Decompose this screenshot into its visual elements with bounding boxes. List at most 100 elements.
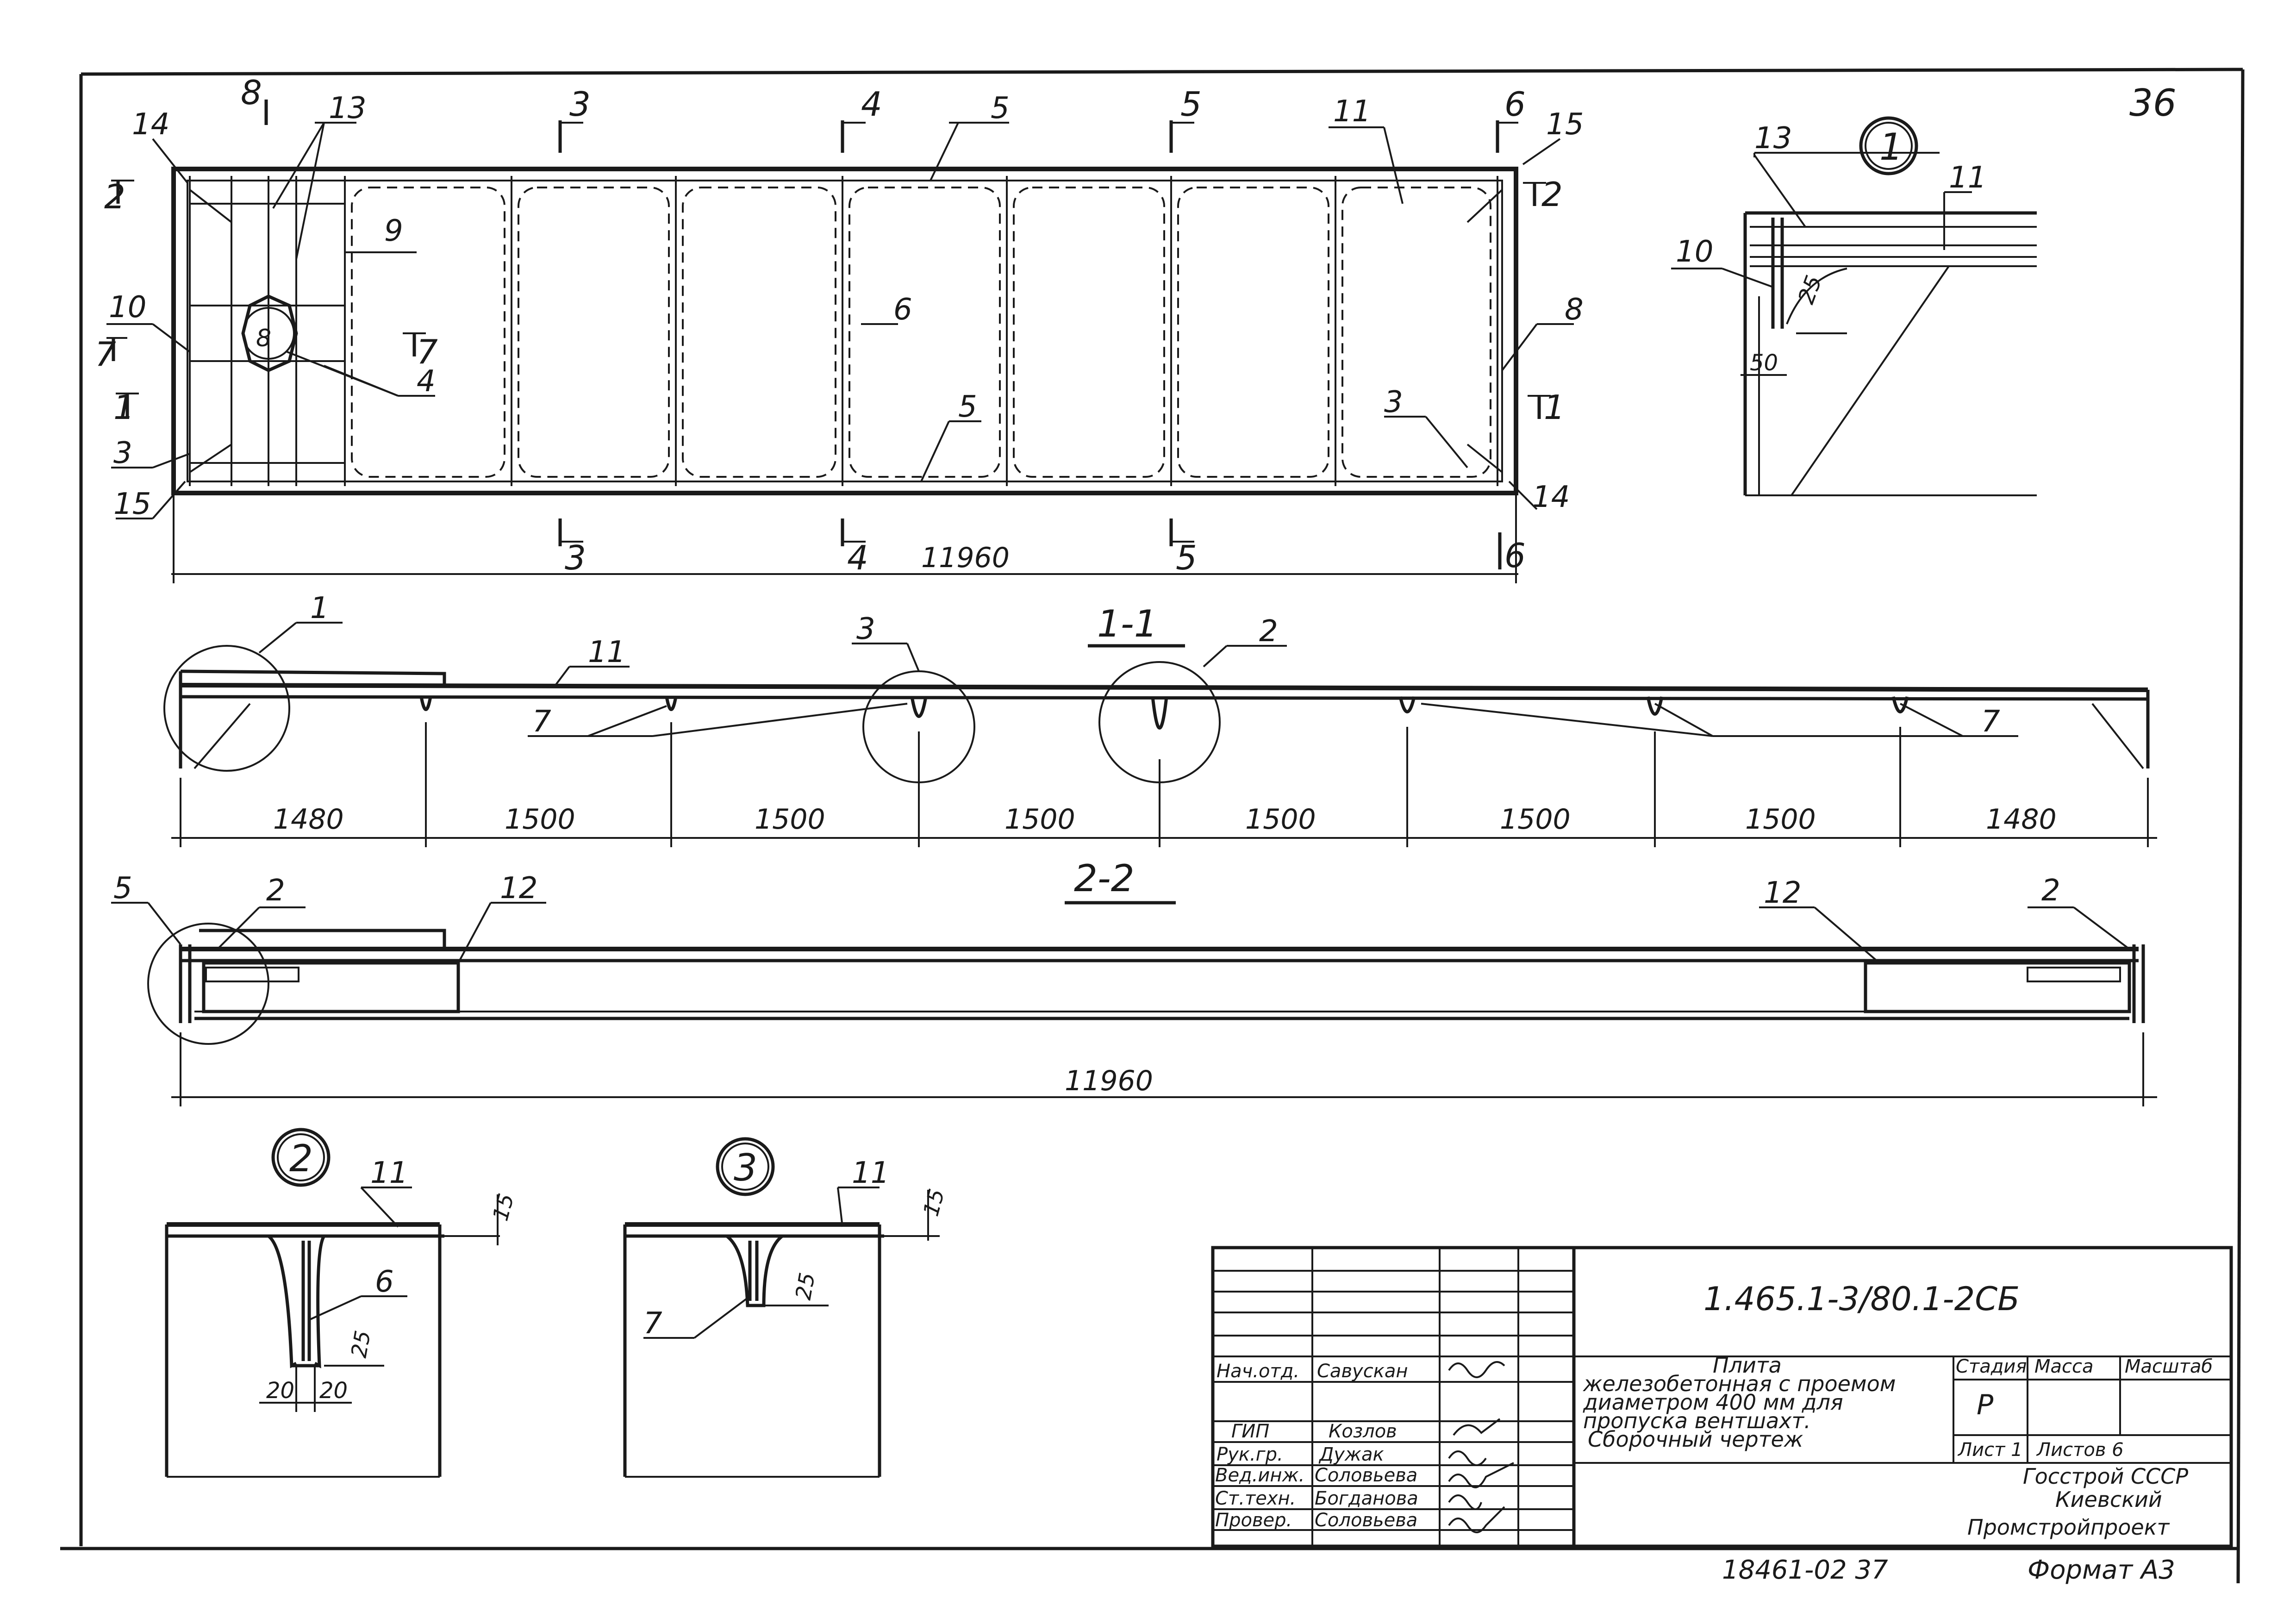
sheet-number: 36 bbox=[2129, 81, 2177, 125]
section-1-1: 1-1 1 3 2 11 7 bbox=[163, 591, 2157, 847]
node-2-pos-11: 11 bbox=[370, 1156, 408, 1190]
node-2-dim-25: 25 bbox=[346, 1329, 375, 1360]
section-1-1-title: 1-1 bbox=[1097, 602, 1158, 645]
sec-2-2-pos-2-right: 2 bbox=[2041, 874, 2060, 908]
sheet-label: Лист 1 bbox=[1957, 1439, 2023, 1461]
title-block: 1.465.1-3/80.1-2СБ Плита железобетонная … bbox=[1211, 1246, 2233, 1549]
pos-5-bottom: 5 bbox=[958, 390, 977, 424]
sec-2-2-length: 11960 bbox=[1065, 1065, 1153, 1097]
sec-1-1-dimension-ticks bbox=[180, 722, 2149, 847]
node-2-dim-20-right: 20 bbox=[319, 1378, 348, 1404]
sec-2-2-pos-2-left: 2 bbox=[266, 874, 285, 908]
sheet-frame bbox=[60, 68, 2245, 1584]
node-3-dim-15: 15 bbox=[918, 1186, 949, 1219]
sec-1-1-pos-7-left: 7 bbox=[532, 705, 551, 739]
node-1-detail: 1 13 11 10 25 50 bbox=[1671, 116, 2037, 496]
node-1-pos-10: 10 bbox=[1676, 235, 1713, 269]
node-1-pos-13: 13 bbox=[1754, 121, 1792, 156]
pos-6-plan: 6 bbox=[893, 293, 912, 327]
sec-2-2-pos-12-right: 12 bbox=[1764, 876, 1801, 910]
plan-section-cuts: 3 4 5 6 8 3 4 5 6 2 bbox=[95, 73, 1565, 577]
pos-8: 8 bbox=[1565, 293, 1584, 327]
pos-3-plan-left: 3 bbox=[113, 436, 132, 470]
cut-8-top: 8 bbox=[241, 73, 262, 112]
cut-1-right: 1 bbox=[1544, 388, 1565, 427]
cut-3-bottom: 3 bbox=[565, 538, 586, 577]
name-1: Савускан bbox=[1317, 1361, 1408, 1382]
sec-1-1-callout-2: 2 bbox=[1259, 614, 1278, 649]
bottom-archive-note: 18461-02 37 bbox=[1722, 1555, 1888, 1585]
node-1-title: 1 bbox=[1879, 125, 1903, 169]
cut-6-top: 6 bbox=[1504, 85, 1526, 124]
span-4: 1500 bbox=[1004, 803, 1075, 836]
document-code: 1.465.1-3/80.1-2СБ bbox=[1703, 1280, 2020, 1318]
signature-rows: Нач.отд. Савускан ГИП Козлов Рук.гр. Дуж… bbox=[1215, 1361, 1418, 1531]
plan-panels bbox=[351, 187, 1491, 478]
scale-header: Масштаб bbox=[2125, 1356, 2213, 1377]
sheets-label: Листов 6 bbox=[2036, 1439, 2124, 1461]
pos-5-top: 5 bbox=[991, 91, 1010, 125]
role-6: Провер. bbox=[1215, 1510, 1292, 1531]
sec-1-1-callout-3: 3 bbox=[856, 612, 875, 646]
node-2-detail: 2 11 6 15 25 20 20 bbox=[165, 1128, 519, 1478]
span-2: 1500 bbox=[505, 803, 575, 836]
node-2-dim-20-left: 20 bbox=[266, 1378, 294, 1404]
section-2-2-title: 2-2 bbox=[1074, 857, 1135, 900]
span-1: 1480 bbox=[273, 803, 344, 836]
signature-marks bbox=[1448, 1361, 1514, 1533]
description-line-4: пропуска вентшахт. bbox=[1583, 1408, 1811, 1433]
node-2-title: 2 bbox=[289, 1137, 313, 1180]
cut-5-top: 5 bbox=[1180, 85, 1202, 124]
cut-7-left: 7 bbox=[95, 335, 116, 374]
span-8: 1480 bbox=[1986, 803, 2057, 836]
sec-2-2-pos-12-left: 12 bbox=[500, 871, 537, 906]
cut-4-top: 4 bbox=[861, 85, 882, 124]
plan-opening: 8 bbox=[241, 294, 298, 372]
pos-15-bottom: 15 bbox=[113, 487, 151, 521]
pos-11-plan: 11 bbox=[1333, 94, 1371, 129]
cut-1-left: 1 bbox=[113, 388, 135, 427]
stage-header: Стадия bbox=[1956, 1356, 2027, 1377]
pos-9: 9 bbox=[384, 214, 403, 248]
pos-13: 13 bbox=[329, 91, 366, 125]
pos-14-bottom: 14 bbox=[1532, 480, 1570, 514]
node-3-pos-7: 7 bbox=[643, 1306, 662, 1341]
plan-overall-dimension: 11960 bbox=[171, 495, 1518, 583]
node-1-pos-11: 11 bbox=[1949, 161, 1986, 195]
sec-1-1-pos-11: 11 bbox=[588, 635, 625, 669]
name-3: Дужак bbox=[1318, 1444, 1384, 1465]
org-line-1: Госстрой СССР bbox=[2023, 1464, 2188, 1489]
plan-position-leaders: 14 13 5 11 15 9 10 6 8 bbox=[106, 91, 1584, 521]
cut-2-left: 2 bbox=[104, 177, 125, 216]
pos-14-top: 14 bbox=[132, 107, 169, 142]
name-4: Соловьева bbox=[1315, 1465, 1417, 1486]
role-1: Нач.отд. bbox=[1217, 1361, 1299, 1382]
description-line-1: Плита bbox=[1713, 1353, 1782, 1378]
cut-3-top: 3 bbox=[569, 85, 591, 124]
node-2-dim-15: 15 bbox=[487, 1191, 518, 1224]
cut-2-right: 2 bbox=[1541, 175, 1563, 214]
opening-mark: 8 bbox=[256, 325, 271, 352]
pos-4: 4 bbox=[417, 364, 436, 399]
plan-view: 8 11960 3 4 5 6 8 3 bbox=[95, 73, 1584, 583]
span-3: 1500 bbox=[755, 803, 825, 836]
sec-2-2-pos-5: 5 bbox=[113, 871, 132, 906]
description-line-2: железобетонная с проемом bbox=[1583, 1371, 1896, 1396]
role-4: Вед.инж. bbox=[1215, 1465, 1304, 1486]
format-label: Формат А3 bbox=[2028, 1555, 2175, 1585]
title-block-row-lines bbox=[1213, 1270, 2231, 1531]
section-2-2: 2-2 5 2 12 12 2 11960 bbox=[111, 857, 2157, 1106]
node-3-pos-11: 11 bbox=[852, 1156, 889, 1190]
node-3-title: 3 bbox=[734, 1146, 757, 1189]
role-5: Ст.техн. bbox=[1215, 1488, 1296, 1509]
node-1-dim-50: 50 bbox=[1750, 350, 1778, 376]
cut-4-bottom: 4 bbox=[847, 538, 868, 577]
cut-5-bottom: 5 bbox=[1176, 538, 1197, 577]
span-7: 1500 bbox=[1745, 803, 1816, 836]
role-3: Рук.гр. bbox=[1217, 1444, 1283, 1465]
name-5: Богданова bbox=[1315, 1488, 1418, 1509]
pos-15-top: 15 bbox=[1546, 107, 1584, 142]
cut-7-right: 7 bbox=[417, 332, 438, 371]
span-5: 1500 bbox=[1245, 803, 1316, 836]
